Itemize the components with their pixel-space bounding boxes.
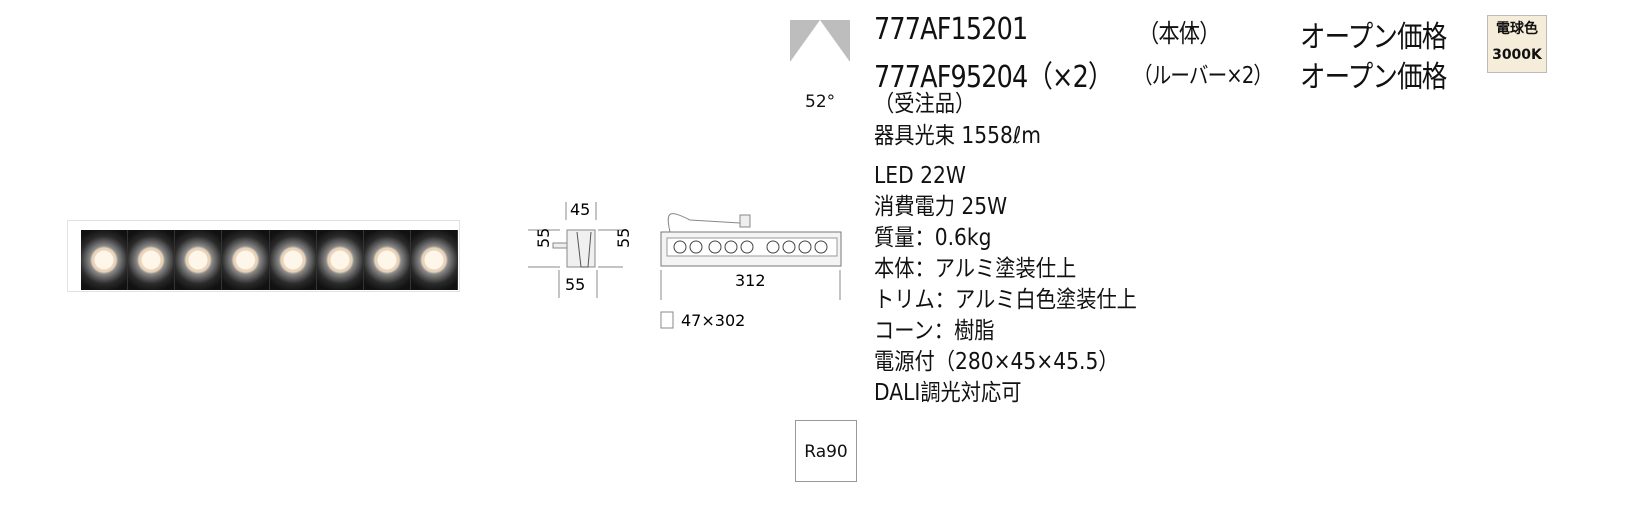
ra-badge: Ra90 [795,420,857,482]
model-2-price: オープン価格 [1300,60,1447,95]
beam-angle: 52° [805,92,836,112]
beam-angle-icon [790,20,850,80]
order-note: （受注品） [874,91,976,117]
lamp [81,230,129,290]
spec-list: LED 22W 消費電力 25W 質量：0.6kg 本体：アルミ塗装仕上トリム：アルミ… [874,161,1173,409]
spec-line: コーン：樹脂 [874,318,995,344]
model-2: 777AF95204（×2） [874,60,1113,95]
dim-height-left: 55 [534,228,553,248]
lamp [175,230,223,290]
lamp [363,230,411,290]
model-2-note: （ルーバー×2） [1133,63,1273,89]
lamp [316,230,364,290]
dim-length: 312 [735,271,766,290]
dim-height-right: 55 [614,228,633,248]
spec-line: 電源付（280×45×45.5） [874,349,1119,375]
badge-color: 電球色 [1496,21,1538,37]
dimension-drawing: 45 55 55 55 312 47×302 [528,200,842,330]
lamp [269,230,317,290]
spec-line: LED 22W [874,163,966,189]
lamp [222,230,270,290]
led-module [673,240,687,254]
color-temp-badge: 電球色 3000K [1487,15,1547,73]
spec-line: 本体：アルミ塗装仕上 [874,256,1077,282]
dim-cutout: 47×302 [681,311,745,330]
led-module [689,240,703,254]
lamp-array [81,230,458,290]
led-module [766,240,780,254]
model-1: 777AF15201 [874,12,1028,47]
dim-top-width: 45 [570,200,590,219]
model-1-note: （本体） [1138,19,1220,48]
led-module [814,240,828,254]
lamp [128,230,176,290]
badge-kelvin: 3000K [1492,47,1542,63]
led-module [740,240,754,254]
luminous-flux: 器具光束 1558ℓm [874,123,1041,149]
lamp [410,230,458,290]
led-module [782,240,796,254]
spec-line: トリム：アルミ白色塗装仕上 [874,287,1137,313]
led-module [798,240,812,254]
led-module [724,240,738,254]
dim-bottom-width: 55 [565,275,585,294]
spec-line: DALI調光対応可 [874,380,1022,406]
led-module [708,240,722,254]
model-1-price: オープン価格 [1300,20,1447,55]
product-photo [67,220,460,292]
spec-line: 質量：0.6kg [874,225,992,251]
spec-line: 消費電力 25W [874,194,1008,220]
